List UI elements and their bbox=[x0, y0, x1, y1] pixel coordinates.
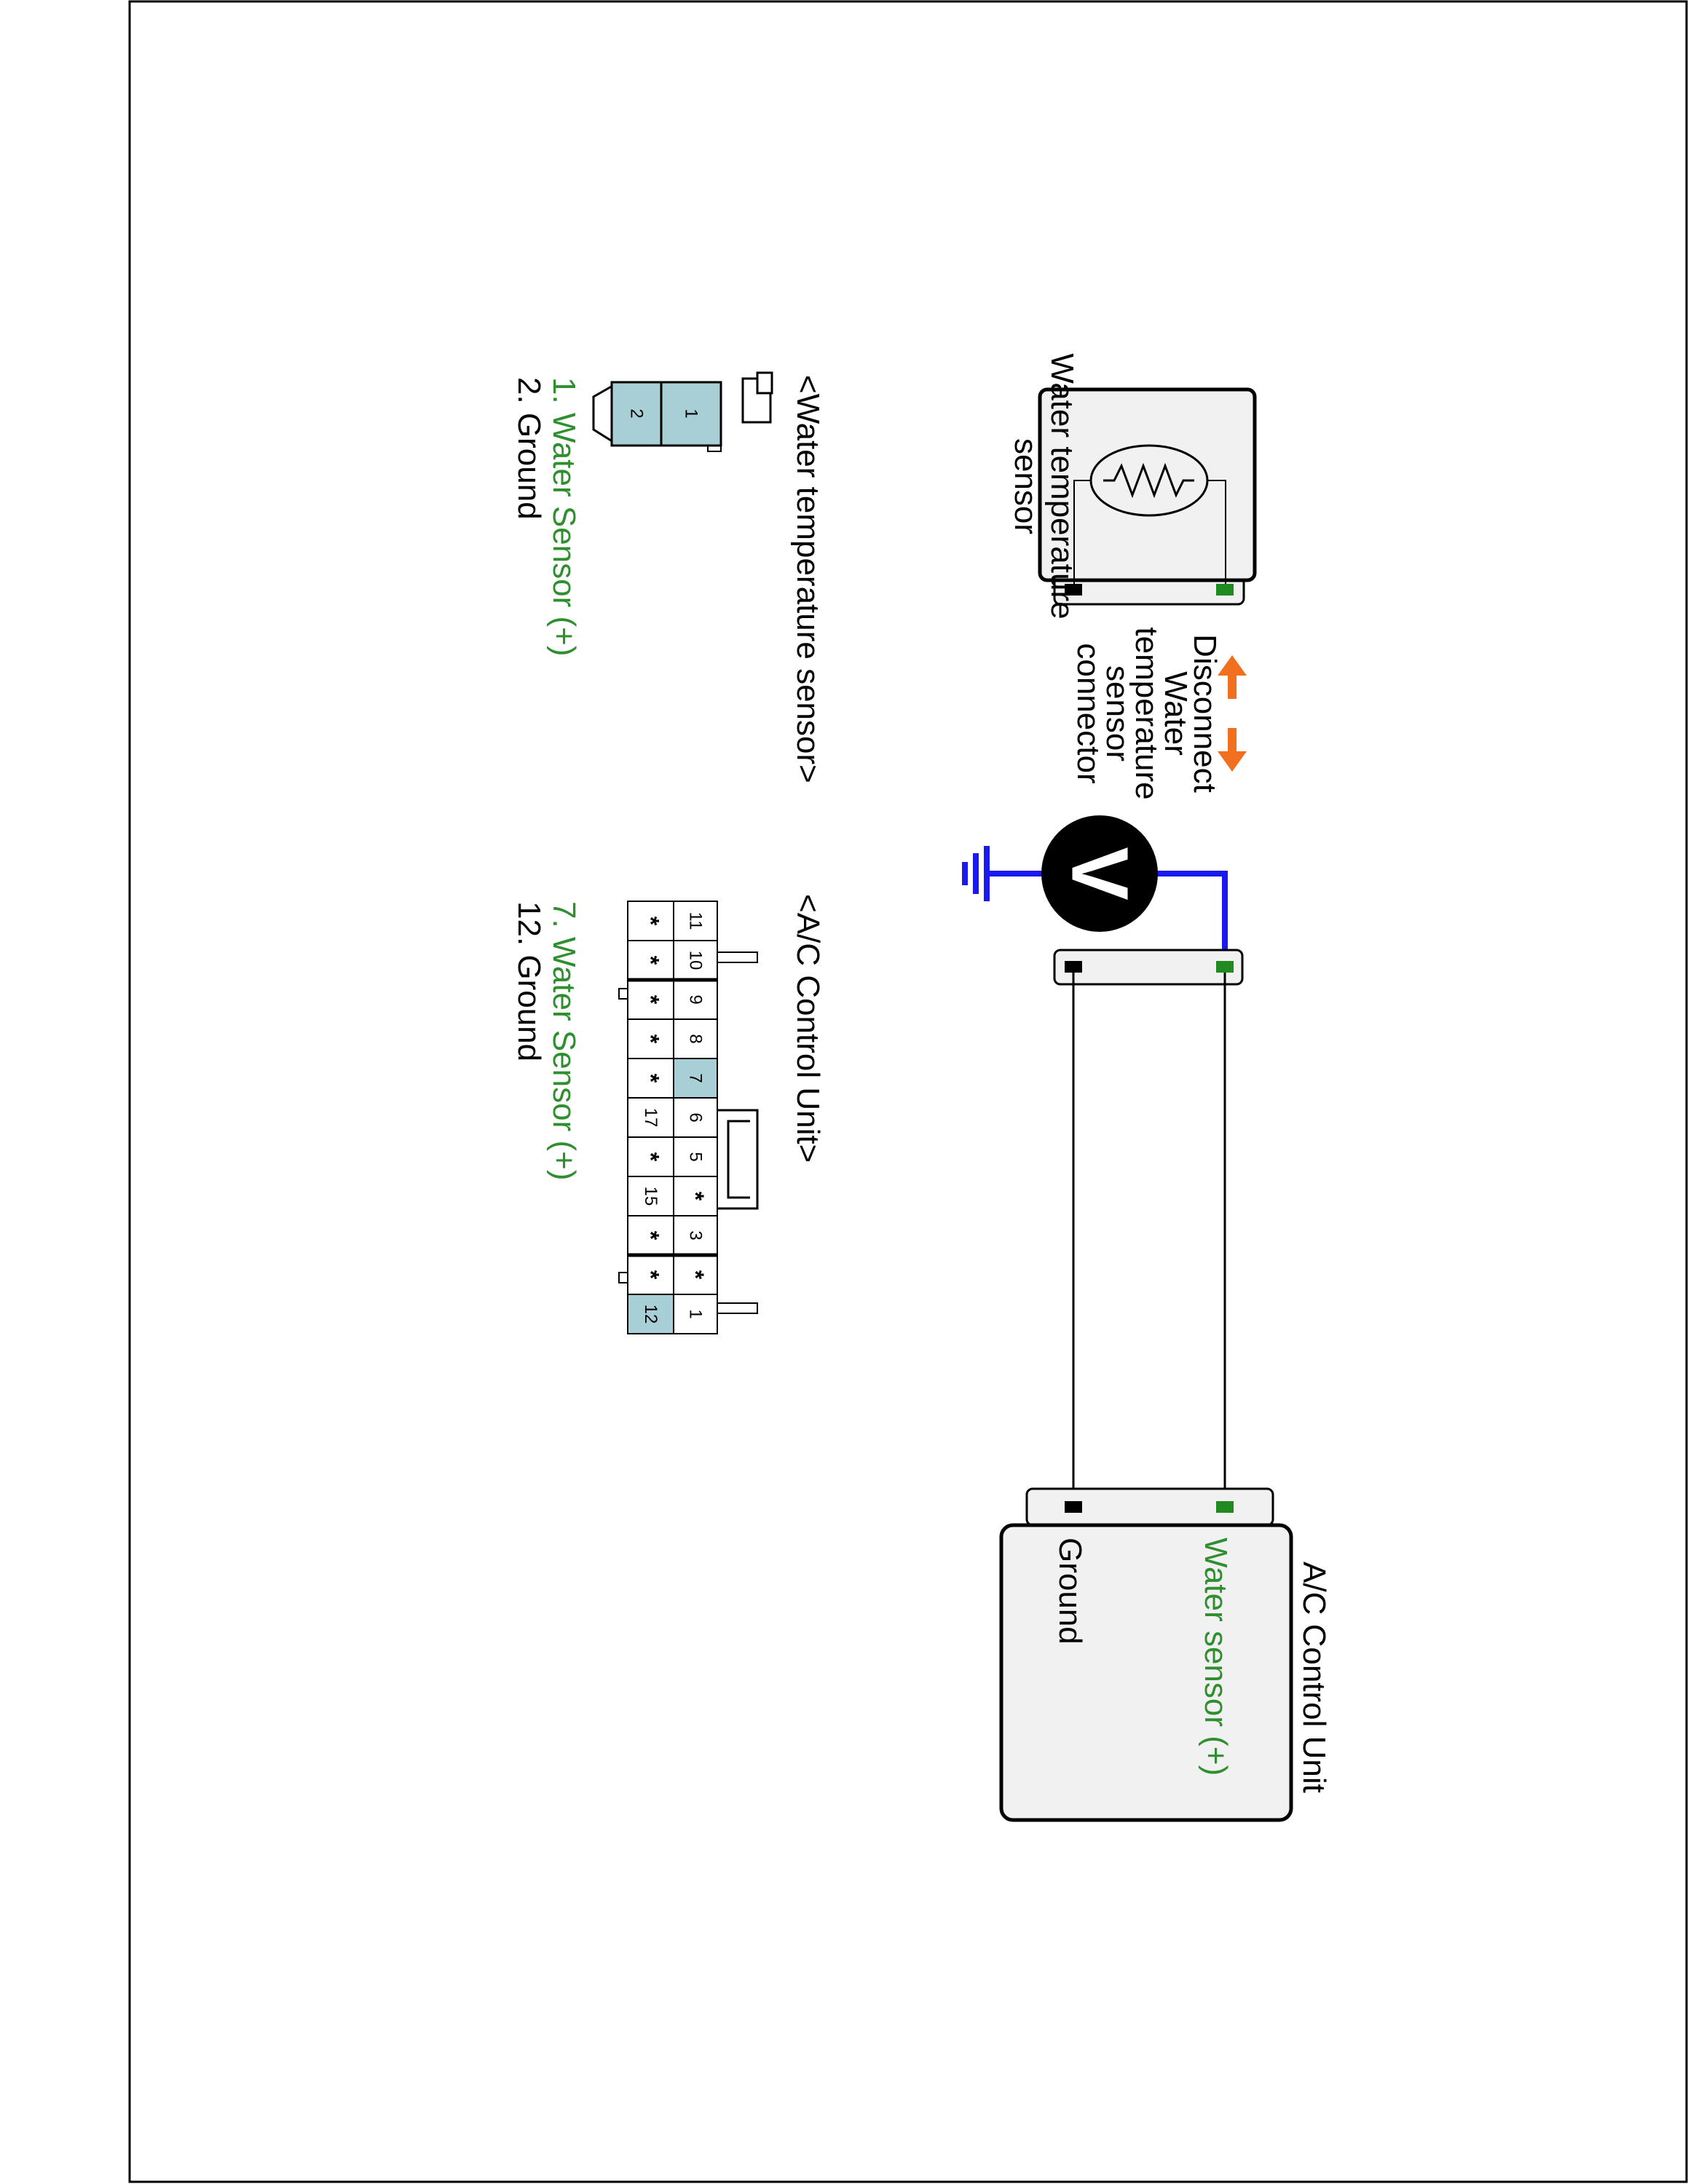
ac-control-unit: A/C Control Unit Water sensor (+) Ground bbox=[999, 1487, 1332, 1822]
acu-pin-label-top-3: 9 bbox=[686, 994, 706, 1004]
acu-pin-cell-top-6 bbox=[673, 1097, 718, 1138]
acu-pin-label-bottom-11: 12 bbox=[641, 1305, 660, 1324]
acu-pin-cell-top-7 bbox=[673, 1136, 718, 1177]
acu-pin-label-top-6: 6 bbox=[686, 1112, 706, 1122]
harness-terminal-ground bbox=[1065, 961, 1082, 973]
voltmeter-body bbox=[1041, 815, 1158, 932]
acu-pin-label-top-11: 1 bbox=[686, 1309, 706, 1318]
acu-pin-label-bottom-6: 17 bbox=[641, 1108, 660, 1128]
acu-pin-cell-bottom-7 bbox=[627, 1136, 674, 1177]
sensor-connector-title: <Water temperature sensor> bbox=[790, 375, 826, 783]
water-temp-sensor: Water temperature sensor bbox=[1008, 353, 1257, 620]
acu-pin-label-bottom-3: * bbox=[638, 995, 664, 1005]
acu-title: A/C Control Unit bbox=[1296, 1562, 1332, 1793]
disconnect-note: Disconnect Water temperature sensor conn… bbox=[1070, 627, 1247, 800]
acu-pin-label-top-8: * bbox=[682, 1192, 709, 1201]
acu-pin-cell-bottom-2 bbox=[627, 940, 674, 981]
acu-connector-key-top bbox=[618, 988, 628, 1000]
sensor-label-line2: sensor bbox=[1008, 438, 1044, 534]
acu-body bbox=[999, 1523, 1293, 1822]
acu-pin-label-top-5: 7 bbox=[686, 1073, 706, 1083]
acu-terminal-ground bbox=[1065, 1501, 1082, 1513]
sensor-connector-view: <Water temperature sensor> 1 2 1. Water … bbox=[511, 371, 826, 783]
acu-pin-label-bottom-9: * bbox=[638, 1231, 664, 1241]
meter-lead-positive bbox=[1156, 871, 1228, 965]
acu-pin-cell-bottom-9 bbox=[627, 1215, 674, 1256]
acu-pin-label-bottom-8: 15 bbox=[641, 1187, 660, 1206]
sensor-label-line1: Water temperature bbox=[1044, 353, 1080, 619]
acu-pin-label-top-2: 10 bbox=[686, 951, 706, 970]
acu-pin-label-top-1: 11 bbox=[686, 912, 706, 930]
harness-connector-body bbox=[1053, 949, 1244, 986]
acu-pin-label-top-7: 5 bbox=[686, 1152, 706, 1161]
sensor-connector-latch-tab bbox=[756, 371, 773, 395]
acu-pin-cell-bottom-6 bbox=[627, 1097, 674, 1138]
sensor-terminal-signal bbox=[1216, 584, 1234, 596]
acu-connector-grid: 11 10 9 8 7 6 5 * 3 * 1 * * * * * 17 * 15 * * 12 bbox=[627, 901, 718, 1334]
acu-connector-tab-bottom bbox=[717, 1302, 758, 1314]
voltmeter: V bbox=[962, 815, 1228, 965]
acu-pin-cell-bottom-5 bbox=[627, 1058, 674, 1099]
acu-pin-label-bottom-1: * bbox=[638, 917, 664, 926]
disconnect-line-2: Water bbox=[1158, 671, 1194, 756]
acu-terminal-ground-label: Ground bbox=[1052, 1538, 1088, 1645]
voltmeter-symbol: V bbox=[1055, 847, 1145, 900]
sensor-terminal-ground bbox=[1065, 584, 1082, 596]
resistor-icon bbox=[1089, 444, 1209, 517]
acu-terminal-signal-label: Water sensor (+) bbox=[1198, 1538, 1234, 1776]
acu-pin-label-bottom-10: * bbox=[638, 1270, 664, 1280]
acu-pin-label-bottom-4: * bbox=[638, 1034, 664, 1044]
acu-pin-label-bottom-2: * bbox=[638, 956, 664, 965]
acu-legend-1: 7. Water Sensor (+) bbox=[546, 901, 582, 1181]
sensor-pin-2-label: 2 bbox=[627, 408, 647, 418]
harness-connector bbox=[1053, 949, 1244, 986]
disconnect-line-1: Disconnect bbox=[1187, 634, 1223, 793]
sensor-pin-1-label: 1 bbox=[682, 408, 701, 418]
acu-pin-cell-top-1 bbox=[673, 901, 718, 941]
acu-connector-lock bbox=[717, 1109, 759, 1210]
ground-icon bbox=[962, 846, 990, 901]
sensor-pin-2 bbox=[610, 381, 663, 447]
double-arrow-icon bbox=[1218, 655, 1247, 772]
sensor-legend-2: 2. Ground bbox=[511, 377, 547, 520]
page-frame bbox=[128, 0, 1688, 2183]
disconnect-line-3: temperature bbox=[1129, 627, 1164, 799]
acu-pin-label-bottom-7: * bbox=[638, 1152, 664, 1162]
acu-pin-cell-bottom-3 bbox=[627, 979, 674, 1020]
acu-terminal-signal bbox=[1216, 1501, 1234, 1513]
acu-pin-label-top-9: 3 bbox=[686, 1230, 706, 1240]
acu-pin-label-bottom-5: * bbox=[638, 1074, 664, 1083]
acu-pin-cell-bottom-11 bbox=[627, 1294, 674, 1334]
disconnect-line-4: sensor bbox=[1100, 665, 1135, 761]
acu-pin-label-top-10: * bbox=[682, 1270, 709, 1280]
acu-legend-2: 12. Ground bbox=[511, 901, 547, 1061]
acu-pin-cell-top-9 bbox=[673, 1215, 718, 1256]
sensor-legend-1: 1. Water Sensor (+) bbox=[546, 377, 582, 657]
sensor-pin-1 bbox=[660, 381, 722, 447]
disconnect-line-5: connector bbox=[1070, 643, 1106, 783]
acu-connector-title: <A/C Control Unit> bbox=[790, 894, 826, 1163]
acu-connector-view: <A/C Control Unit> 11 10 9 8 7 6 5 * 3 * 1 * * * * * 17 *… bbox=[511, 894, 826, 1334]
harness-terminal-signal bbox=[1216, 961, 1234, 973]
acu-connector-key-bottom bbox=[618, 1272, 628, 1283]
acu-pin-label-top-4: 8 bbox=[686, 1034, 706, 1043]
acu-connector-tab-top bbox=[717, 951, 758, 963]
acu-pin-cell-top-10 bbox=[673, 1254, 718, 1295]
acu-connector-strip bbox=[1025, 1487, 1274, 1527]
